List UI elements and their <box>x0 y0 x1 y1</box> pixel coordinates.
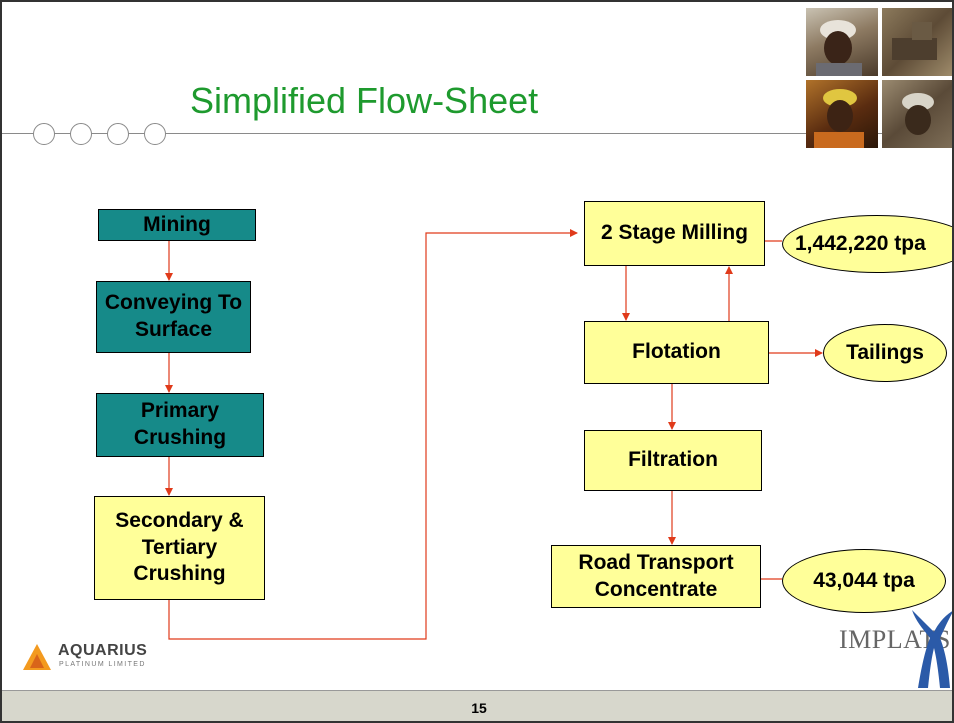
box-road-transport: Road Transport Concentrate <box>551 545 761 608</box>
page-number: 15 <box>471 700 487 716</box>
box-mining: Mining <box>98 209 256 241</box>
ellipse-tailings: Tailings <box>823 324 947 382</box>
footer-bar: 15 <box>2 690 952 721</box>
box-milling: 2 Stage Milling <box>584 201 765 266</box>
ellipse-concentrate-rate: 43,044 tpa <box>782 549 946 613</box>
photo-mine-equipment <box>882 8 952 76</box>
aquarius-triangle-icon <box>23 644 51 670</box>
decorative-circle-3 <box>107 123 129 145</box>
photo-collage <box>806 8 952 148</box>
slide-title: Simplified Flow-Sheet <box>190 80 539 121</box>
decorative-circle-2 <box>70 123 92 145</box>
photo-worker-2 <box>806 80 878 148</box>
arrow-secondary-to-milling <box>168 229 578 640</box>
photo-worker-3 <box>882 80 952 148</box>
photo-worker-1 <box>806 8 878 76</box>
box-filtration: Filtration <box>584 430 762 491</box>
decorative-circle-4 <box>144 123 166 145</box>
aquarius-logo: AQUARIUS PLATINUM LIMITED <box>22 640 182 676</box>
aquarius-name: AQUARIUS <box>58 642 148 659</box>
box-primary-crushing: Primary Crushing <box>96 393 264 457</box>
decorative-circle-1 <box>33 123 55 145</box>
box-conveying: Conveying To Surface <box>96 281 251 353</box>
impala-emblem-icon <box>912 610 952 688</box>
aquarius-subtitle: PLATINUM LIMITED <box>59 661 146 668</box>
box-flotation: Flotation <box>584 321 769 384</box>
ellipse-milling-rate: 1,442,220 tpa <box>782 215 952 273</box>
box-secondary-tertiary-crushing: Secondary & Tertiary Crushing <box>94 496 265 600</box>
title-rule <box>2 133 952 134</box>
